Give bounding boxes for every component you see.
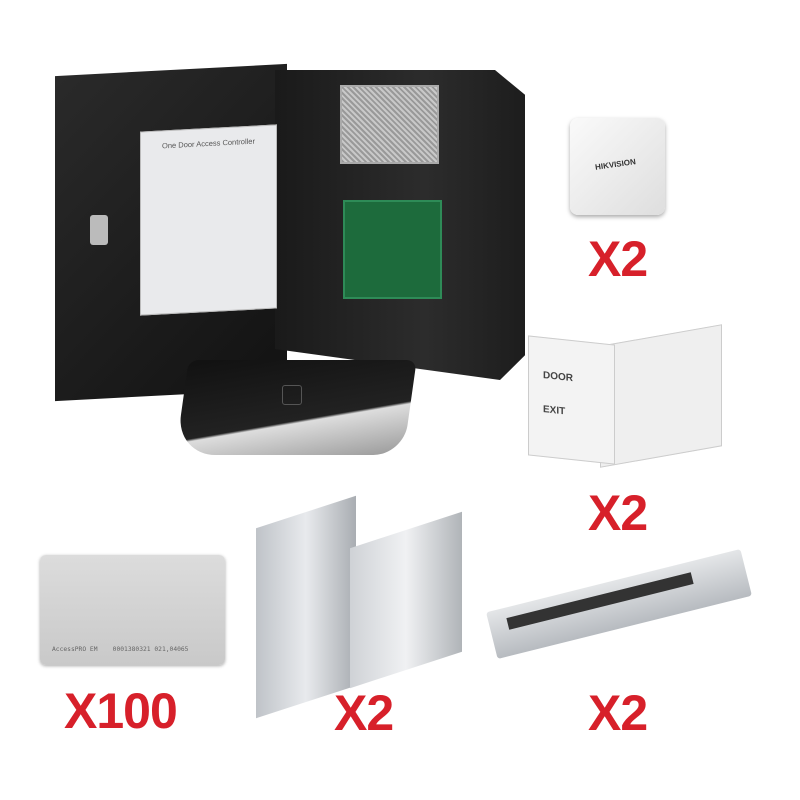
sheet-title: One Door Access Controller [162,136,255,151]
exit-button-backbox [600,324,722,468]
quantity-cards: X100 [64,683,178,739]
zl-bracket-right [350,511,462,689]
quantity-brackets: X2 [334,685,394,741]
wall-card-reader [570,118,665,215]
card-reader-pad-icon [282,385,302,405]
proximity-card: AccessPRO EM 0001380321 021,04065 [40,555,225,665]
exit-door-label: DOOR [543,370,573,385]
exit-button-plate: DOOR EXIT [528,335,615,465]
desktop-card-reader [175,360,417,455]
magnetic-lock [486,549,752,659]
quantity-maglock: X2 [588,685,648,741]
quantity-exit-button: X2 [588,485,648,541]
power-supply [340,85,439,164]
wiring-diagram-sheet: One Door Access Controller [140,124,277,316]
quantity-reader: X2 [588,231,648,287]
controller-board [343,200,442,299]
card-text: AccessPRO EM 0001380321 021,04065 [52,646,189,653]
exit-exit-label: EXIT [543,404,566,418]
lock-icon [90,215,108,245]
